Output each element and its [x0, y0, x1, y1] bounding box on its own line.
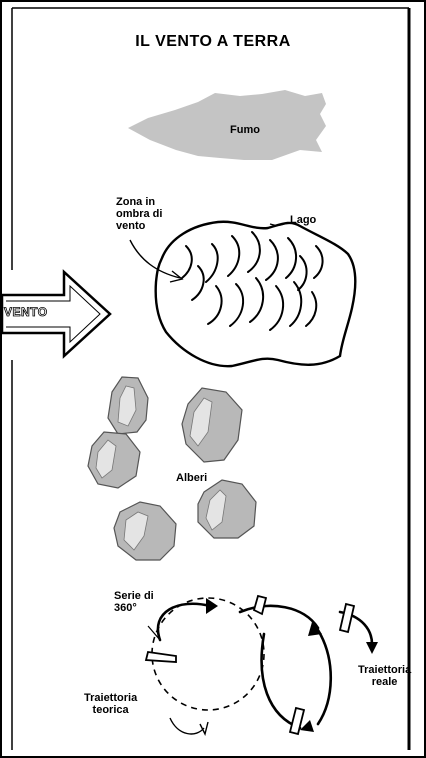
theoretical-path-label: Traiettoria teorica	[84, 692, 137, 716]
theoretical-pointer	[170, 718, 204, 734]
theoretical-circle	[152, 598, 264, 710]
real-path-label: Traiettoria reale	[358, 664, 411, 688]
trees-label: Alberi	[176, 472, 207, 484]
tree-3	[88, 432, 140, 488]
shadow-zone-label: Zona in ombra di vento	[116, 196, 162, 232]
tree-2	[182, 388, 242, 462]
page-title: IL VENTO A TERRA	[0, 33, 426, 51]
tree-4	[198, 480, 256, 538]
turns-label: Serie di 360°	[114, 590, 154, 614]
lake-waves	[182, 232, 323, 330]
shadow-zone-pointer	[130, 240, 180, 278]
smoke-cloud	[128, 90, 326, 160]
wind-label: VENTO	[4, 306, 48, 318]
tree-1	[108, 377, 148, 434]
real-trajectory-arrowheads	[206, 598, 378, 732]
lake-outline	[156, 222, 356, 366]
tree-5	[114, 502, 176, 560]
real-trajectory	[158, 604, 372, 728]
lake-label: Lago	[290, 214, 316, 226]
smoke-label: Fumo	[230, 124, 260, 136]
